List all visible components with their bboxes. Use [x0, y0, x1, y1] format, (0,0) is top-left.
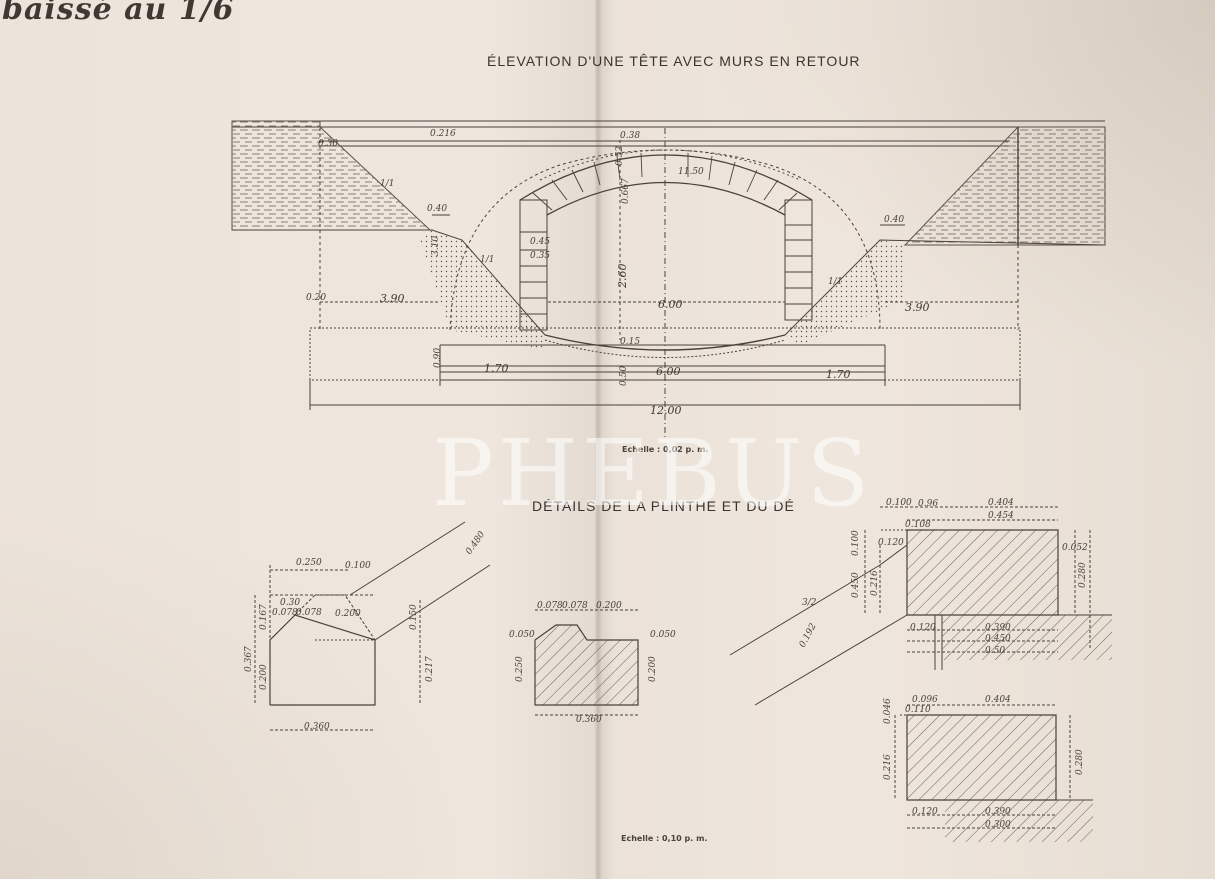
dim-label: 0.480 — [464, 530, 487, 557]
dim-label: 0.120 — [912, 807, 938, 817]
left-abutment — [519, 199, 548, 331]
dim-label: 0.15 — [620, 337, 640, 347]
detail-fig-1 — [254, 521, 491, 731]
elevation-heading: ÉLEVATION D'UNE TÊTE AVEC MURS EN RETOUR — [487, 53, 861, 69]
details-scale: Echelle : 0,10 p. m. — [621, 834, 708, 843]
dim-label: 0.200 — [335, 609, 361, 619]
dim-label: 0.096 — [912, 695, 938, 705]
arch-intrados — [546, 181, 786, 216]
dim-label: 0.450 — [985, 634, 1011, 644]
dim-label: 11.50 — [678, 167, 704, 177]
dim-label: 0.050 — [650, 630, 676, 640]
dim-label: 0.360 — [576, 715, 602, 725]
left-embankment — [231, 120, 432, 231]
dim-label: 0.192 — [798, 622, 819, 650]
dim-label: 0.52 — [615, 146, 625, 166]
dim-label: 0.30 — [318, 139, 338, 149]
dim-label: 0.216 — [870, 570, 880, 596]
dim-label: 0.45 — [530, 237, 550, 247]
dim-label: 0.052 — [1062, 543, 1088, 553]
arch-outer — [519, 154, 813, 201]
dim-label: 0.20 — [306, 293, 326, 303]
dim-label: 0.250 — [296, 558, 322, 568]
right-riprap — [785, 240, 905, 345]
dim-label: 0.280 — [1075, 749, 1085, 775]
detail-fig-4-labels: 0.096 0.404 0.110 0.046 0.216 0.280 0.12… — [883, 695, 1085, 830]
dim-label: 0.120 — [878, 538, 904, 548]
dim-label: 0.96 — [918, 499, 938, 509]
dim-label: 6.00 — [656, 365, 681, 378]
center-fold — [594, 0, 602, 879]
invert-curve-2 — [544, 339, 786, 358]
dim-label: 0.078 — [296, 608, 322, 618]
dim-label: 0.367 — [244, 646, 254, 672]
dim-label: 0.390 — [985, 807, 1011, 817]
dim-label: 0.404 — [985, 695, 1011, 705]
dim-label: 1/1 — [480, 255, 494, 265]
detail-fig-2-labels: 0.078 0.078 0.200 0.050 0.250 0.050 0.20… — [509, 601, 676, 725]
dim-label: 0.360 — [304, 722, 330, 732]
details-heading: DÉTAILS DE LA PLINTHE ET DU DÉ — [532, 498, 795, 514]
detail-fig-1-labels: 0.250 0.100 0.480 0.30 0.078 0.078 0.200… — [244, 530, 487, 732]
plate-title-fragment: baissé au 1/6 — [2, 0, 235, 27]
elevation-drawing — [231, 120, 1106, 440]
right-abutment — [784, 199, 813, 321]
dim-label: 3.90 — [905, 301, 930, 314]
dim-label: 0.100 — [851, 530, 861, 556]
elevation-scale: Echelle : 0,02 p. m. — [622, 445, 709, 454]
detail-fig-2 — [534, 609, 639, 716]
dim-label: 0.100 — [345, 561, 371, 571]
dim-label: 0.38 — [620, 131, 640, 141]
dim-label: 0.90 — [433, 348, 443, 368]
dim-label: 0.216 — [430, 129, 456, 139]
right-embankment — [903, 126, 1106, 246]
dim-label: 0.050 — [509, 630, 535, 640]
dim-label: 0.217 — [425, 656, 435, 682]
dim-label: 0.667 — [621, 178, 631, 204]
dim-label: 0.250 — [515, 656, 525, 682]
dim-label: 0.150 — [409, 604, 419, 630]
dim-label: 2.60 — [616, 264, 629, 290]
dim-label: 0.078 — [272, 608, 298, 618]
dim-label: 0.30 — [280, 598, 300, 608]
dim-label: 0.046 — [883, 698, 893, 724]
dim-label: 12.00 — [650, 404, 682, 417]
detail-fig-3 — [729, 506, 1112, 706]
dim-label: 0.078 — [562, 601, 588, 611]
dim-label: 0.108 — [905, 520, 931, 530]
dim-label: 0.390 — [985, 623, 1011, 633]
dim-label: 0.167 — [259, 604, 269, 630]
dim-label: 0.40 — [427, 204, 447, 214]
dim-label: 0.50 — [619, 366, 629, 386]
dim-label: 0.110 — [905, 705, 931, 715]
dim-label: 0.200 — [259, 664, 269, 690]
dim-label: 3/2 — [802, 598, 817, 608]
dim-label: 1.70 — [826, 368, 851, 381]
dim-label: 1/1 — [380, 179, 394, 189]
dim-label: 0.078 — [537, 601, 563, 611]
dim-label: 0.100 — [886, 498, 912, 508]
dim-label: 3.10 — [431, 236, 441, 256]
dim-label: 0.280 — [1078, 562, 1088, 588]
dim-label: 0.454 — [988, 511, 1014, 521]
dim-label: 0.450 — [851, 572, 861, 598]
dim-label: 1.70 — [484, 362, 509, 375]
dim-label: 0.300 — [985, 820, 1011, 830]
dim-label: 0.35 — [530, 251, 550, 261]
dim-label: 0.404 — [988, 498, 1014, 508]
dim-label: 6.00 — [658, 298, 683, 311]
dim-label: 0.120 — [910, 623, 936, 633]
left-riprap — [420, 230, 545, 350]
dim-label: 0.40 — [884, 215, 904, 225]
dim-label: 1/1 — [828, 277, 842, 287]
dim-label: 0.200 — [596, 601, 622, 611]
dim-label: 0.216 — [883, 754, 893, 780]
elevation-dimension-labels: 0.216 0.38 0.52 11.50 0.667 0.30 0.40 0.… — [306, 129, 930, 417]
dim-label: 3.90 — [380, 292, 405, 305]
dim-label: 0.50 — [985, 646, 1005, 656]
dim-label: 0.200 — [648, 656, 658, 682]
detail-fig-4 — [894, 704, 1093, 842]
